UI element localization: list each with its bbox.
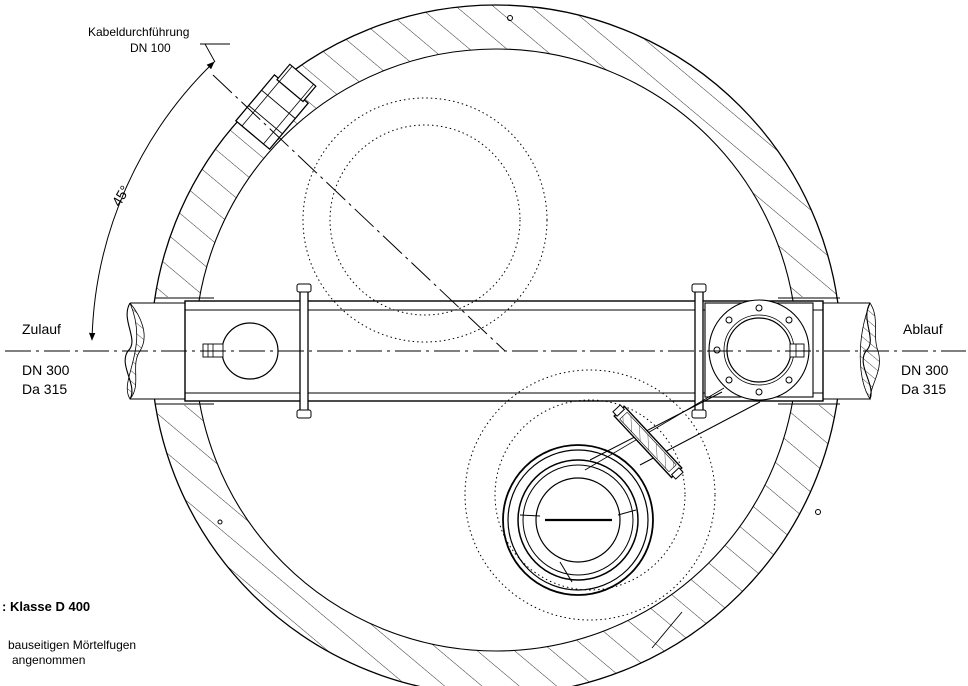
note-line-2: angenommen [12,653,85,667]
angle-label: 45° [109,183,133,209]
inlet-title: Zulauf [22,321,61,337]
outlet-title: Ablauf [903,321,943,337]
cable-duct [234,63,317,151]
load-class-note: : Klasse D 400 [2,599,90,614]
outlet-dn: DN 300 [901,362,949,378]
dotted-access-circles [302,97,716,621]
cable-duct-leader [200,43,230,63]
center-lines [5,74,966,352]
inlet-da: Da 315 [22,381,67,397]
manhole-cone [502,444,654,596]
inlet-dn: DN 300 [22,362,70,378]
cable-duct-size: DN 100 [130,41,171,55]
diagonal-connection [584,387,761,480]
angle-dimension [88,61,215,341]
note-line-1: bauseitigen Mörtelfugen [8,638,136,652]
ring-leader [651,611,683,649]
outlet-da: Da 315 [901,381,946,397]
cable-duct-title: Kabeldurchführung [88,25,189,39]
